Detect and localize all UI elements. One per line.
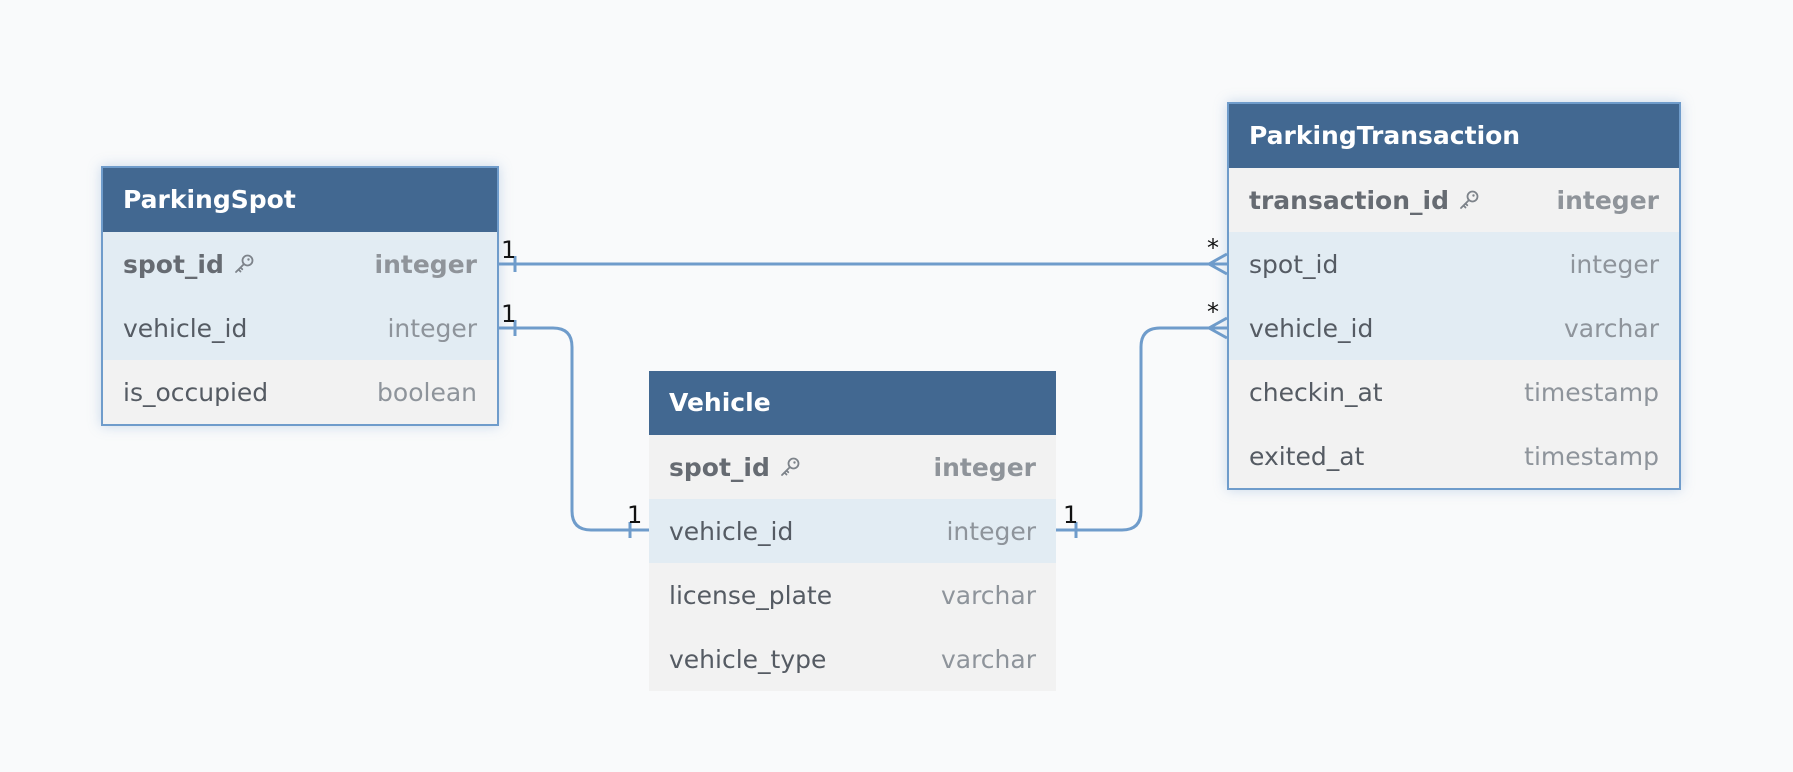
table-vehicle[interactable]: Vehicle spot_id integer vehicle_id integ… [649,371,1056,691]
column-name: license_plate [669,580,833,610]
cardinality-label: 1 [501,236,517,264]
column-type: integer [374,249,477,279]
link-vehicle-to-transaction[interactable] [1056,316,1228,538]
column-row[interactable]: transaction_id integer [1229,168,1679,232]
column-type: timestamp [1524,377,1659,407]
column-name: vehicle_id [123,313,248,343]
column-row[interactable]: exited_at timestamp [1229,424,1679,488]
column-row[interactable]: checkin_at timestamp [1229,360,1679,424]
column-name: transaction_id [1249,186,1481,215]
cardinality-label: 1 [1063,501,1079,529]
table-header[interactable]: ParkingTransaction [1229,104,1679,168]
column-type: integer [387,313,477,343]
column-name-text: spot_id [669,452,770,482]
column-name: vehicle_id [1249,313,1374,343]
cardinality-label: * [1207,234,1219,262]
column-row[interactable]: vehicle_id varchar [1229,296,1679,360]
column-type: varchar [940,644,1036,674]
column-name: vehicle_type [669,644,827,674]
cardinality-label: 1 [501,300,517,328]
column-name: vehicle_id [669,516,794,546]
key-icon [780,457,800,476]
column-name: spot_id [123,250,256,279]
column-row[interactable]: vehicle_id integer [103,296,497,360]
column-name: checkin_at [1249,377,1383,407]
table-header[interactable]: ParkingSpot [103,168,497,232]
table-parking-spot[interactable]: ParkingSpot spot_id integer vehicle_id i… [101,166,499,426]
column-type: boolean [377,377,477,407]
table-parking-transaction[interactable]: ParkingTransaction transaction_id intege… [1227,102,1681,490]
cardinality-label: * [1207,298,1219,326]
column-name: spot_id [669,453,802,482]
column-row[interactable]: spot_id integer [649,435,1056,499]
column-row[interactable]: vehicle_id integer [649,499,1056,563]
column-name: is_occupied [123,377,269,407]
column-row[interactable]: is_occupied boolean [103,360,497,424]
column-name-text: transaction_id [1249,185,1449,215]
column-name-text: spot_id [123,249,224,279]
column-row[interactable]: spot_id integer [1229,232,1679,296]
key-icon [1460,190,1479,209]
cardinality-label: 1 [627,501,643,529]
column-type: varchar [940,580,1036,610]
column-type: timestamp [1524,441,1659,471]
column-type: integer [1569,249,1659,279]
column-type: integer [933,452,1036,482]
column-row[interactable]: license_plate varchar [649,563,1056,627]
column-type: integer [946,516,1036,546]
column-row[interactable]: spot_id integer [103,232,497,296]
column-name: exited_at [1249,441,1365,471]
column-type: integer [1556,185,1659,215]
key-icon [234,254,254,273]
link-spot-to-transaction[interactable] [497,252,1228,276]
column-row[interactable]: vehicle_type varchar [649,627,1056,691]
table-header[interactable]: Vehicle [649,371,1056,435]
column-type: varchar [1563,313,1659,343]
column-name: spot_id [1249,249,1339,279]
